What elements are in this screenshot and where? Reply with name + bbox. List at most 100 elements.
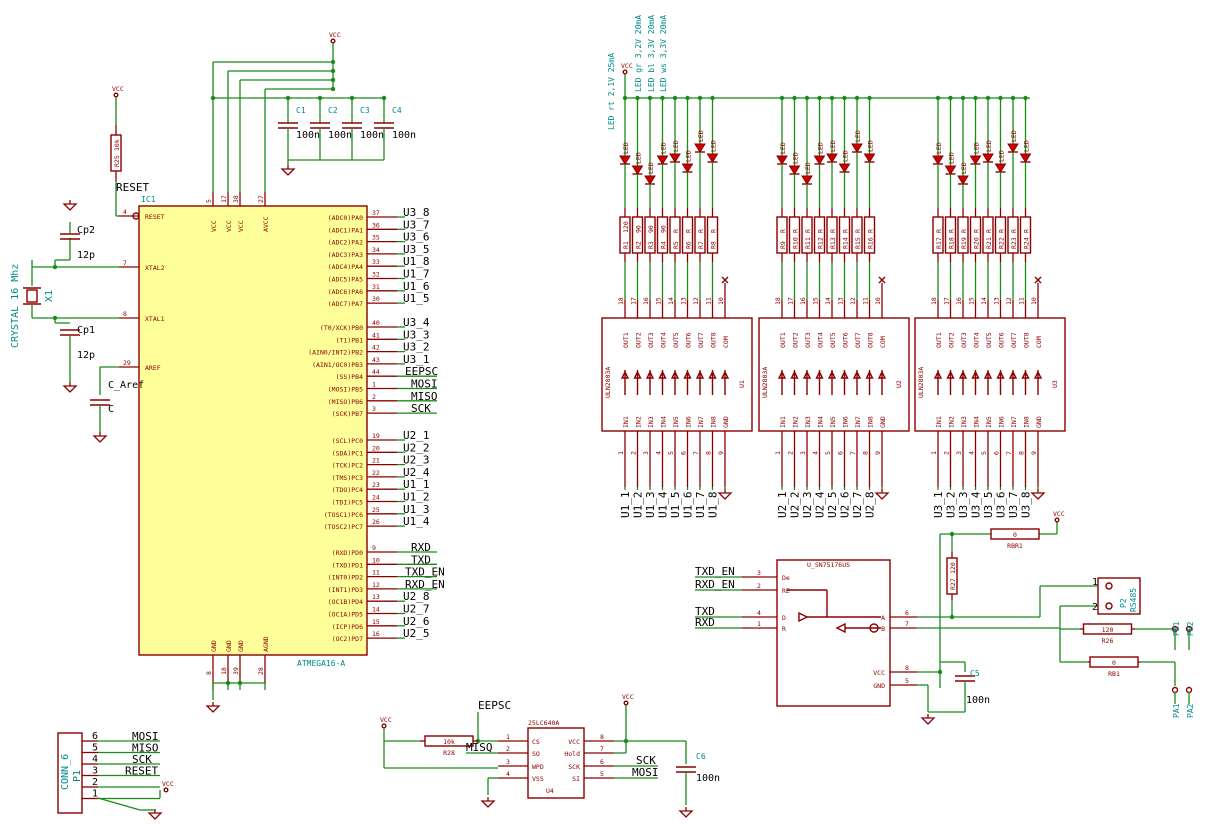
reset-inversion-bubble: [132, 212, 140, 220]
net-label-u3_1: U3_1: [403, 353, 430, 366]
uln-pin-num: 9: [717, 451, 725, 455]
uln-input-net-u2_7: U2_7: [851, 492, 864, 519]
net-label-u3_4: U3_4: [403, 316, 430, 329]
junction-dot: [285, 95, 291, 101]
junction-dot: [623, 738, 629, 744]
mcu-pin-num: 8: [205, 671, 213, 675]
uln-driver-arrow: [683, 370, 692, 379]
junction-dot: [949, 614, 955, 620]
eeprom-pin-name: SI: [572, 775, 580, 783]
uln-pin-name: OUT1: [935, 332, 943, 348]
r26-ref: R26: [1102, 637, 1114, 645]
junction-dot: [829, 95, 835, 101]
uln-pin-num: 6: [680, 451, 688, 455]
net-label-u2_1: U2_1: [403, 429, 430, 442]
crystal-body: [26, 289, 38, 303]
uln-value: ULN2803A: [604, 367, 612, 398]
led-resistor-r7-ref: R7: [697, 241, 705, 249]
p2-pin1: 1: [1092, 577, 1098, 588]
uln-pin-name: OUT4: [660, 332, 668, 348]
rs485-pin-num: 1: [757, 620, 761, 628]
led-20: [969, 155, 982, 165]
ground-uln: [874, 492, 890, 500]
uln-input-net-u1_8: U1_8: [707, 492, 720, 519]
uln-driver-arrow: [958, 370, 968, 379]
mcu-pin-name: (TOSC1)PC6: [324, 511, 363, 519]
conn-value: CONN_6: [60, 754, 71, 790]
led-resistor-r5-ref: R5: [672, 241, 680, 249]
pb2-label: PB2: [1186, 621, 1195, 636]
led-resistor-r1-value: 120: [622, 221, 630, 233]
r26-value: 120: [1102, 626, 1114, 634]
uln-input-net-u3_3: U3_3: [957, 492, 970, 519]
wire: [97, 797, 141, 811]
uln-driver-arrow: [620, 370, 630, 379]
ground-cp1: [62, 385, 78, 393]
conn-pin-num: 3: [92, 766, 98, 777]
led-4: [656, 155, 669, 165]
mcu-pin-num: 21: [372, 457, 380, 465]
mcu-pin-name: (ADC2)PA2: [328, 239, 363, 247]
led-resistor-r19-value: R: [960, 229, 968, 233]
vcc-reset: [113, 92, 119, 98]
cap-value: 100n: [360, 130, 384, 141]
uln-pin-name: OUT8: [867, 332, 875, 348]
uln-driver-arrow: [865, 370, 874, 379]
led-resistor-r16-value: R: [867, 229, 875, 233]
mcu-pin-num: 28: [257, 667, 265, 675]
uln-body-u2: [758, 317, 910, 432]
uln-pin-num: 2: [630, 451, 638, 455]
mcu-pin-name: XTAL2: [145, 264, 165, 272]
mcu-pin-name: (OC2)PD7: [332, 635, 363, 643]
uln-pin-name: OUT2: [948, 332, 956, 348]
r25-value: 10k: [113, 139, 121, 151]
mcu-body: [138, 205, 368, 656]
uln-pin-num: 4: [655, 451, 663, 455]
mcu-pin-name: (ADC3)PA3: [328, 251, 363, 259]
uln-pin-name: OUT7: [854, 332, 862, 348]
eeprom-pin-name: CS: [532, 738, 540, 746]
uln-input-net-u1_7: U1_7: [694, 492, 707, 519]
led-label: LED: [710, 140, 718, 152]
uln-pin-name: IN6: [998, 416, 1006, 428]
mcu-pin-name: AGND: [262, 636, 270, 652]
led-12: [813, 155, 826, 165]
uln-pin-name: IN6: [842, 416, 850, 428]
led-5: [669, 153, 681, 163]
uln-input-net-u3_2: U3_2: [945, 492, 958, 519]
uln-pin-name: OUT5: [985, 332, 993, 348]
led-13: [826, 153, 838, 163]
led-resistor-r4-ref: R4: [660, 241, 668, 249]
uln-pin-name: GND: [879, 416, 887, 428]
mcu-pin-num: 20: [372, 444, 380, 452]
uln-input-net-u2_2: U2_2: [789, 492, 802, 519]
uln-pin-num: 2: [787, 451, 795, 455]
uln-pin-num: 7: [849, 451, 857, 455]
uln-input-net-u2_8: U2_8: [864, 492, 877, 519]
uln-pin-num: 6: [837, 451, 845, 455]
junction-dot: [697, 95, 703, 101]
rb1-value: 0: [1112, 659, 1116, 667]
led-label: LED: [635, 152, 643, 164]
uln-pin-num: 16: [799, 297, 807, 305]
junction-dot: [381, 95, 387, 101]
eeprom-pin-name: VCC: [568, 738, 580, 746]
mcu-pin-num: 35: [372, 234, 380, 242]
mcu-pin-name: GND: [237, 640, 245, 652]
net-label-u2_5: U2_5: [403, 627, 430, 640]
net-label-txd: TXD: [411, 553, 431, 566]
led-label: LED: [985, 140, 993, 152]
eeprom-pin-num: 8: [600, 733, 604, 741]
uln-pin-num: 18: [774, 297, 782, 305]
uln-driver-arrow: [971, 370, 980, 379]
uln-pin-name: OUT5: [829, 332, 837, 348]
uln-input-net-u3_8: U3_8: [1020, 492, 1033, 519]
led-label: LED: [660, 142, 668, 154]
mcu-pin-name: (ADC5)PA5: [328, 276, 363, 284]
uln-pin-name: OUT3: [804, 332, 812, 348]
conn-body: [57, 732, 83, 814]
uln-body-u3: [914, 317, 1066, 432]
uln-pin-num: 18: [617, 297, 625, 305]
mcu-pin-name: XTAL1: [145, 315, 165, 323]
led-resistor-r14-value: R: [842, 229, 850, 233]
